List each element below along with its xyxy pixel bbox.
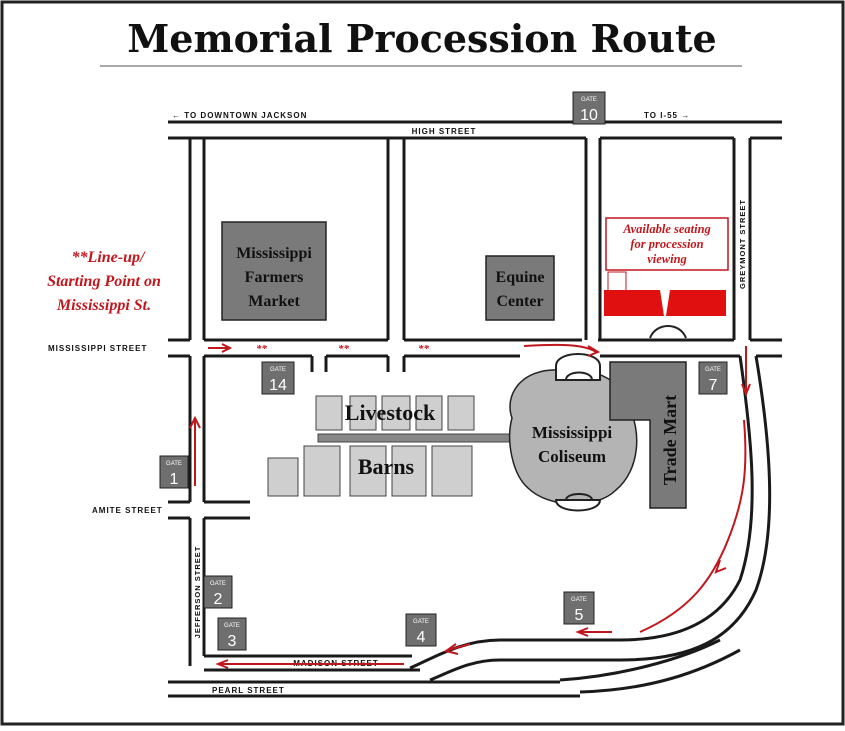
trade-mart-label: Trade Mart: [660, 395, 680, 485]
equine-center-label-2: Center: [496, 293, 543, 310]
gate-14-label: GATE: [270, 367, 286, 373]
route-marker-2: **: [338, 343, 350, 355]
gate-5-label: GATE: [571, 597, 587, 603]
mississippi-street-label: MISSISSIPPI STREET: [48, 344, 147, 353]
route-marker-3: **: [418, 343, 430, 355]
equine-center-label-1: Equine: [496, 269, 545, 286]
seating-note-box: [605, 217, 729, 271]
gate-10-label: GATE: [581, 97, 597, 103]
gate-2-number: 2: [214, 591, 223, 608]
gate-4-number: 4: [417, 629, 426, 646]
pearl-street-label: PEARL STREET: [212, 686, 285, 695]
jefferson-street-label: JEFFERSON STREET: [193, 546, 202, 639]
gate-14-marker: GATE 14: [261, 361, 295, 395]
livestock-label: Livestock: [345, 400, 436, 425]
farmers-market-label-1: Mississippi: [236, 245, 312, 262]
farmers-market-label-3: Market: [248, 293, 300, 310]
trade-mart-building: [609, 361, 687, 509]
gate-14-number: 14: [269, 377, 287, 394]
gate-4-marker: GATE 4: [405, 613, 437, 647]
greymont-street-label: GREYMONT STREET: [738, 199, 747, 289]
gate-10-marker: GATE 10: [572, 91, 606, 125]
gate-3-marker: GATE 3: [217, 617, 247, 651]
farmers-market-label-2: Farmers: [245, 269, 304, 286]
lineup-note-3: Mississippi St.: [56, 297, 151, 314]
gate-1-number: 1: [170, 471, 179, 488]
road-outlines: [168, 120, 782, 698]
gate-5-marker: GATE 5: [563, 591, 595, 625]
gate-5-number: 5: [575, 607, 584, 624]
seating-note-3: viewing: [647, 252, 687, 266]
procession-route: [189, 343, 751, 669]
seating-arc: [649, 325, 687, 339]
to-downtown-label: ← TO DOWNTOWN JACKSON: [172, 111, 307, 120]
coliseum-label-2: Coliseum: [538, 447, 606, 466]
coliseum-building: [509, 353, 638, 512]
route-marker-1: **: [256, 343, 268, 355]
to-i55-label: TO I-55 →: [644, 111, 690, 120]
map-title: Memorial Procession Route: [127, 16, 717, 61]
gate-10-number: 10: [580, 107, 598, 124]
gate-2-marker: GATE 2: [203, 575, 233, 609]
seating-area-right: [666, 290, 726, 316]
livestock-barns: [267, 395, 475, 497]
lineup-note-2: Starting Point on: [47, 273, 161, 290]
seating-note-2: for procession: [630, 237, 703, 251]
gate-7-marker: GATE 7: [698, 361, 728, 395]
gate-1-marker: GATE 1: [159, 455, 189, 489]
barns-label: Barns: [358, 454, 415, 479]
gate-2-label: GATE: [210, 581, 226, 587]
gate-7-label: GATE: [705, 367, 721, 373]
farmers-market-building: [221, 221, 327, 321]
barn-connector: [317, 433, 515, 443]
gate-3-label: GATE: [224, 623, 240, 629]
amite-street-label: AMITE STREET: [92, 506, 163, 515]
seating-note-1: Available seating: [622, 222, 711, 236]
gate-3-number: 3: [228, 633, 237, 650]
gate-4-label: GATE: [413, 619, 429, 625]
lineup-note-1: **Line-up/: [72, 249, 146, 266]
gate-7-number: 7: [709, 377, 718, 394]
seating-area-left: [604, 290, 664, 316]
coliseum-label-1: Mississippi: [532, 423, 613, 442]
high-street-label: HIGH STREET: [412, 127, 477, 136]
gate-1-label: GATE: [166, 461, 182, 467]
equine-center-building: [485, 255, 555, 321]
